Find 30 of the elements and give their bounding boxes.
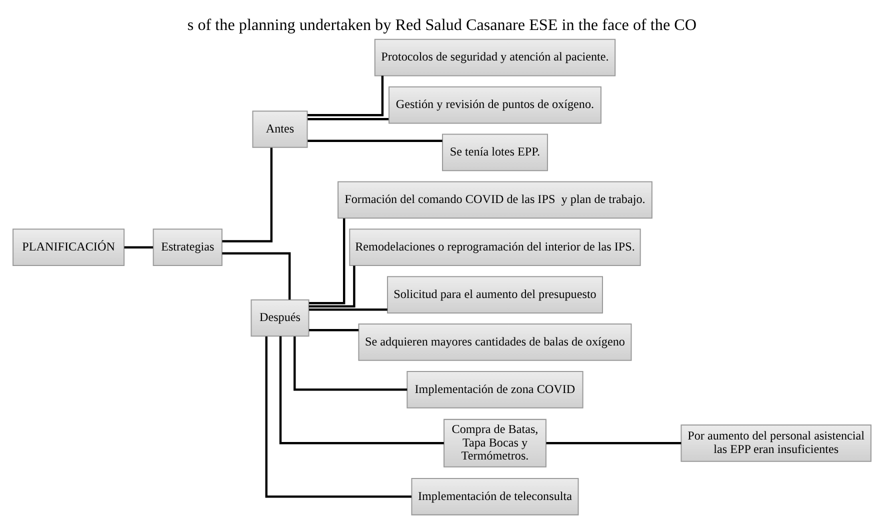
connector — [308, 329, 358, 332]
node-box: Implementación de teleconsulta — [410, 478, 578, 516]
diagram-title: s of the planning undertaken by Red Salud Casanare ESE in the face of the CO — [186, 17, 696, 34]
connector — [307, 118, 388, 120]
node-box: Implementación de zona COVID — [406, 371, 583, 408]
connector — [308, 308, 387, 311]
node-box: Se tenía lotes EPP. — [442, 134, 548, 172]
node-box: Estrategias — [152, 228, 222, 266]
connector — [308, 266, 355, 308]
node-box: Por aumento del personal asistencial las EPP eran insuficientes — [680, 424, 871, 462]
node-box: Remodelaciones o reprogramación del interior de las IPS. — [348, 228, 640, 266]
node-box: Después — [250, 299, 309, 337]
connector — [264, 336, 411, 498]
node-box: Antes — [252, 110, 308, 148]
connector — [278, 336, 444, 444]
node-box: Formación del comando COVID de las IPS y plan de trabajo. — [337, 181, 652, 219]
node-box: Protocolos de seguridad y atención al paciente. — [374, 38, 616, 76]
node-box: PLANIFICACIÓN — [12, 228, 124, 266]
node-box: Compra de Batas, Tapa Bocas y Termómetros. — [443, 418, 546, 468]
connector — [222, 252, 290, 300]
connector — [306, 76, 384, 116]
connector — [307, 140, 442, 142]
connector — [293, 336, 407, 391]
connector — [546, 442, 681, 444]
node-box: Solicitud para el aumento del presupuesto — [386, 276, 602, 314]
connector — [124, 246, 153, 248]
connector — [308, 218, 345, 304]
node-box: Se adquieren mayores cantidades de balas de oxígeno — [358, 324, 632, 361]
connector — [222, 148, 272, 242]
node-box: Gestión y revisión de puntos de oxígeno. — [388, 86, 601, 124]
